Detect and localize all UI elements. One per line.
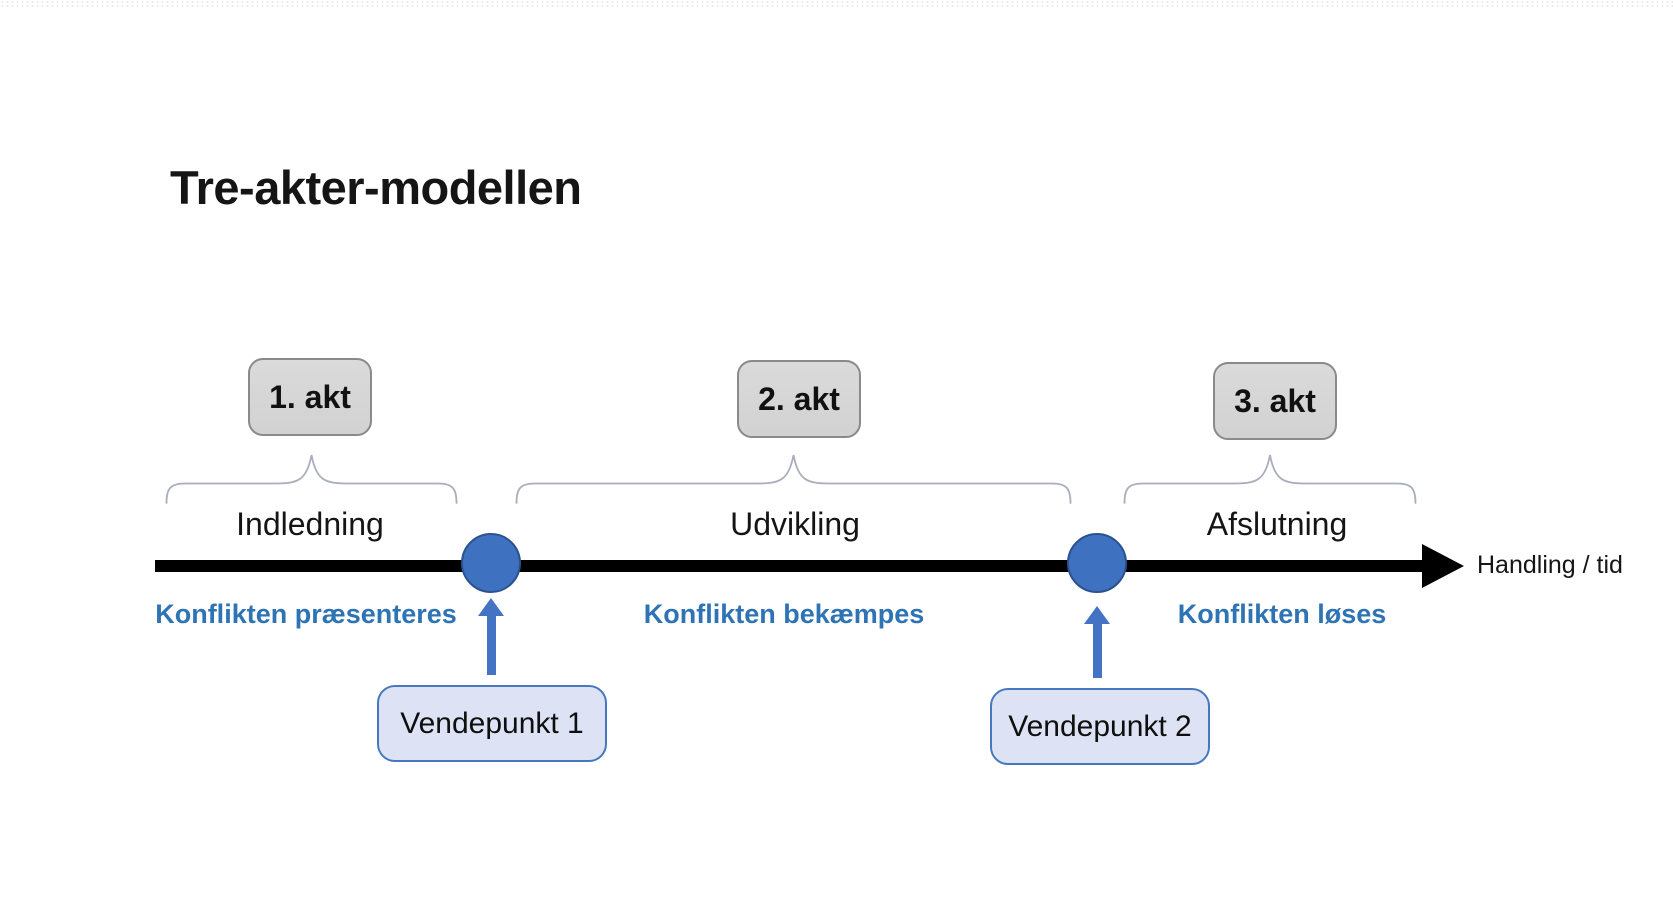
turning-point-2-arrow-icon (1084, 606, 1110, 678)
act-3-label: 3. akt (1234, 382, 1316, 419)
phase-1-label: Indledning (236, 506, 384, 542)
turning-point-2-label: Vendepunkt 2 (1008, 709, 1192, 743)
act-1-label: 1. akt (269, 378, 351, 415)
timeline-arrowhead-icon (1422, 544, 1464, 588)
section-2-brace-icon (515, 454, 1072, 504)
turning-point-1-label: Vendepunkt 1 (400, 706, 584, 740)
diagram-title: Tre-akter-modellen (170, 161, 582, 214)
conflict-2-label: Konflikten bekæmpes (643, 599, 925, 629)
timeline-line (155, 560, 1422, 572)
turning-point-1-box: Vendepunkt 1 (377, 685, 607, 762)
turning-point-2-circle-icon (1067, 533, 1127, 593)
turning-point-1-arrow-icon (478, 598, 504, 675)
phase-2-label: Udvikling (730, 506, 860, 542)
act-1-box: 1. akt (248, 358, 372, 436)
timeline-axis-label: Handling / tid (1477, 551, 1623, 579)
section-3-brace-icon (1123, 454, 1417, 504)
phase-3-label: Afslutning (1206, 506, 1348, 542)
section-1-brace-icon (165, 454, 458, 504)
conflict-3-label: Konflikten løses (1177, 599, 1387, 629)
top-edge-artifact (0, 0, 1673, 7)
act-3-box: 3. akt (1213, 362, 1337, 440)
act-2-label: 2. akt (758, 380, 840, 417)
act-2-box: 2. akt (737, 360, 861, 438)
turning-point-2-box: Vendepunkt 2 (990, 688, 1210, 765)
conflict-1-label: Konflikten præsenteres (155, 599, 457, 629)
turning-point-1-circle-icon (461, 533, 521, 593)
